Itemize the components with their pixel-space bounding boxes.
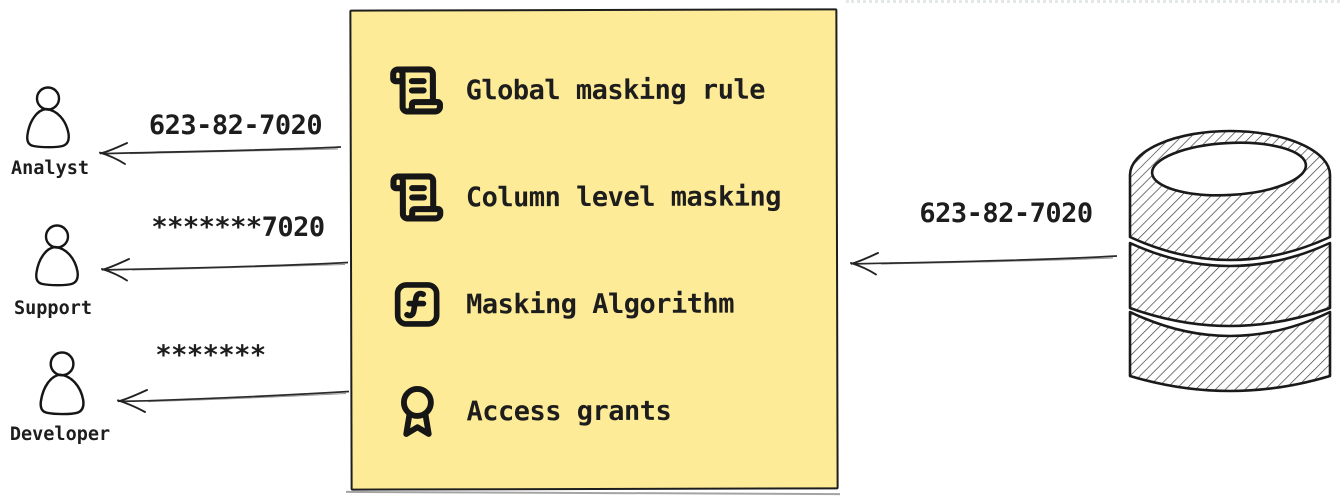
developer-label: Developer — [9, 424, 111, 445]
function-square-icon — [386, 278, 448, 330]
arrow-to-developer — [117, 389, 350, 413]
rule-item-column-masking: Column level masking — [386, 167, 836, 226]
support-person-icon — [35, 224, 79, 287]
rule-label: Access grants — [466, 395, 672, 427]
scroll-text-icon — [386, 62, 448, 118]
rule-box-sketch-edge — [345, 490, 841, 496]
arrow-to-support — [101, 258, 349, 282]
masking-rules-box: Global masking rule Column level masking — [349, 8, 839, 491]
dotted-guide-line — [846, 0, 1340, 3]
rule-item-access-grants: Access grants — [386, 381, 836, 440]
rule-label: Global masking rule — [465, 74, 765, 106]
support-value-label: *******7020 — [151, 212, 325, 243]
database-value-label: 623-82-7020 — [919, 198, 1093, 229]
award-icon — [386, 381, 448, 441]
developer-value-label: ******* — [155, 340, 266, 371]
developer-person-icon — [39, 351, 85, 416]
rule-label: Masking Algorithm — [466, 288, 735, 320]
support-label: Support — [14, 298, 92, 319]
arrow-from-database — [850, 252, 1118, 276]
arrow-to-analyst — [99, 142, 342, 165]
rule-item-masking-algorithm: Masking Algorithm — [386, 274, 836, 333]
rule-item-global-masking: Global masking rule — [386, 60, 836, 119]
scroll-text-icon — [386, 169, 448, 225]
database-icon — [1128, 129, 1332, 393]
analyst-value-label: 623-82-7020 — [148, 110, 323, 141]
analyst-person-icon — [26, 86, 70, 149]
analyst-label: Analyst — [11, 158, 89, 179]
rule-label: Column level masking — [465, 181, 782, 213]
